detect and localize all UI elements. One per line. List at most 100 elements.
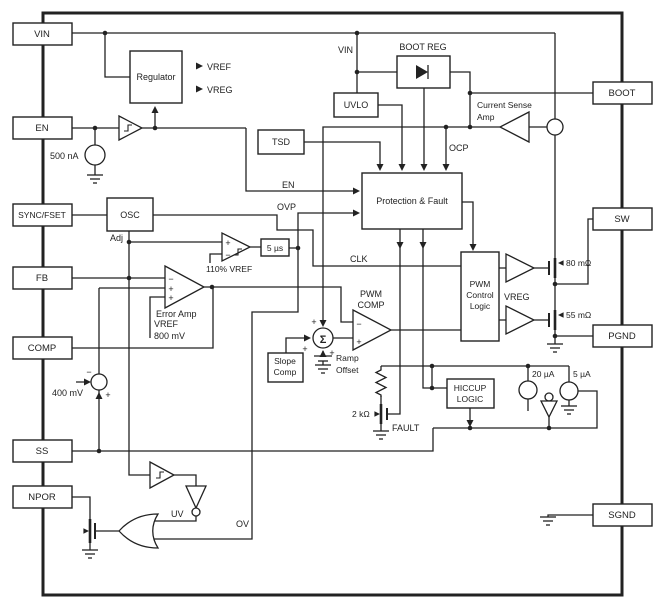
vref-800-label: VREF: [154, 319, 179, 329]
junction-dot: [126, 275, 132, 281]
110-vref-label: 110% VREF: [206, 264, 252, 274]
gate-driver-icon: [505, 304, 536, 336]
error-amp-label: Error Amp: [156, 309, 197, 319]
pin-sw: SW: [592, 207, 653, 231]
pin-label: EN: [35, 123, 48, 134]
pin-comp: COMP: [12, 336, 73, 360]
ground-icon: [86, 174, 104, 184]
rdson-low-label: 55 mΩ: [566, 310, 591, 320]
inverter-icon: [184, 485, 208, 510]
arrow-icon: [558, 260, 564, 266]
protection-fault-block: [361, 172, 463, 230]
400mv-label: 400 mV: [52, 388, 83, 398]
uv-label: UV: [171, 509, 184, 519]
uv-buffer-icon: [149, 460, 176, 490]
junction-dot: [467, 124, 473, 130]
junction-dot: [467, 425, 473, 431]
junction-dot: [354, 69, 360, 75]
junction-dot: [209, 284, 215, 290]
wire: [72, 366, 598, 452]
current-source-icon: [559, 381, 579, 401]
slope-comp-label: Slope: [274, 356, 296, 366]
junction-dot: [96, 448, 102, 454]
pin-label: COMP: [28, 343, 57, 354]
wires: [72, 32, 598, 550]
junction-dot: [429, 385, 435, 391]
arrow-icon: [353, 209, 360, 217]
ov-label: OV: [236, 519, 249, 529]
hiccup-label: LOGIC: [457, 394, 483, 404]
protection-fault-label: Protection & Fault: [376, 196, 448, 206]
resistor-icon: [374, 366, 388, 397]
plus-sign: +: [302, 344, 307, 354]
sigma-label: Σ: [320, 334, 327, 346]
inverter-bubble-icon: [191, 507, 201, 517]
ocp-label: OCP: [449, 143, 469, 153]
junction-dot: [152, 125, 158, 131]
arrow-icon: [398, 164, 406, 171]
deglitch-label: 5 µs: [267, 243, 283, 253]
plus-sign: +: [168, 284, 173, 294]
plus-sign: +: [329, 348, 334, 358]
pin-sgnd: SGND: [592, 503, 653, 527]
en-internal-label: EN: [282, 180, 295, 190]
hiccup-logic-block: [446, 378, 495, 409]
pin-fb: FB: [12, 266, 73, 290]
wire: [72, 474, 593, 550]
wire: [322, 126, 547, 325]
ramp-offset-label: Offset: [336, 365, 359, 375]
pwm-control-logic-block: [460, 251, 500, 342]
adj-label: Adj: [110, 233, 123, 243]
offset-source-icon: [90, 373, 108, 391]
junction-dot: [525, 363, 531, 369]
arrow-icon: [420, 164, 428, 171]
pwm-comparator-icon: [352, 308, 393, 352]
current-sense-amp-icon: [498, 110, 530, 144]
en-buffer-icon: [118, 114, 144, 142]
current-source-icon: [84, 144, 106, 166]
ground-icon: [560, 405, 578, 415]
wire: [72, 214, 461, 476]
arrow-icon: [376, 164, 384, 171]
gate-driver-icon: [505, 252, 536, 284]
minus-sign: −: [86, 367, 91, 377]
slope-comp-block: [267, 352, 304, 383]
arrow-icon: [374, 411, 380, 417]
pwm-comp-label: COMP: [358, 300, 385, 310]
pin-ss: SS: [12, 439, 73, 463]
tsd-block: [257, 129, 305, 155]
minus-sign: −: [356, 319, 361, 329]
osc-label: OSC: [120, 210, 140, 220]
ground-icon: [539, 516, 557, 526]
ground-icon: [372, 430, 390, 440]
regulator-block: [129, 50, 183, 104]
diode-icon: [416, 65, 428, 79]
wire: [499, 218, 593, 344]
current-sense-amp-label: Amp: [477, 112, 495, 122]
pins-left: VIN EN SYNC/FSET FB COMP SS NPOR: [12, 22, 73, 509]
junction-dot: [467, 90, 473, 96]
junction-dot: [126, 239, 132, 245]
slope-comp-label: Comp: [274, 367, 297, 377]
arrow-icon: [151, 106, 159, 113]
pin-label: SYNC/FSET: [18, 210, 66, 220]
wire: [72, 277, 353, 451]
ground-icon: [546, 343, 564, 353]
pin-label: VIN: [34, 29, 50, 40]
shapes: [84, 50, 579, 549]
plus-sign: +: [356, 337, 361, 347]
fault-label: FAULT: [392, 423, 420, 433]
2k-label: 2 kΩ: [352, 409, 370, 419]
arrow-icon: [442, 164, 450, 171]
junction-dot: [354, 30, 360, 36]
or-gate-icon: [118, 513, 160, 549]
plus-sign: +: [105, 390, 110, 400]
clk-label: CLK: [350, 254, 368, 264]
pin-label: SW: [614, 214, 629, 225]
ic-outline: [41, 11, 624, 597]
inverter-bubble-icon: [544, 392, 554, 402]
junction-dot: [429, 363, 435, 369]
junction-dot: [552, 281, 558, 287]
vref-800-label: 800 mV: [154, 331, 185, 341]
pin-label: NPOR: [28, 492, 56, 503]
